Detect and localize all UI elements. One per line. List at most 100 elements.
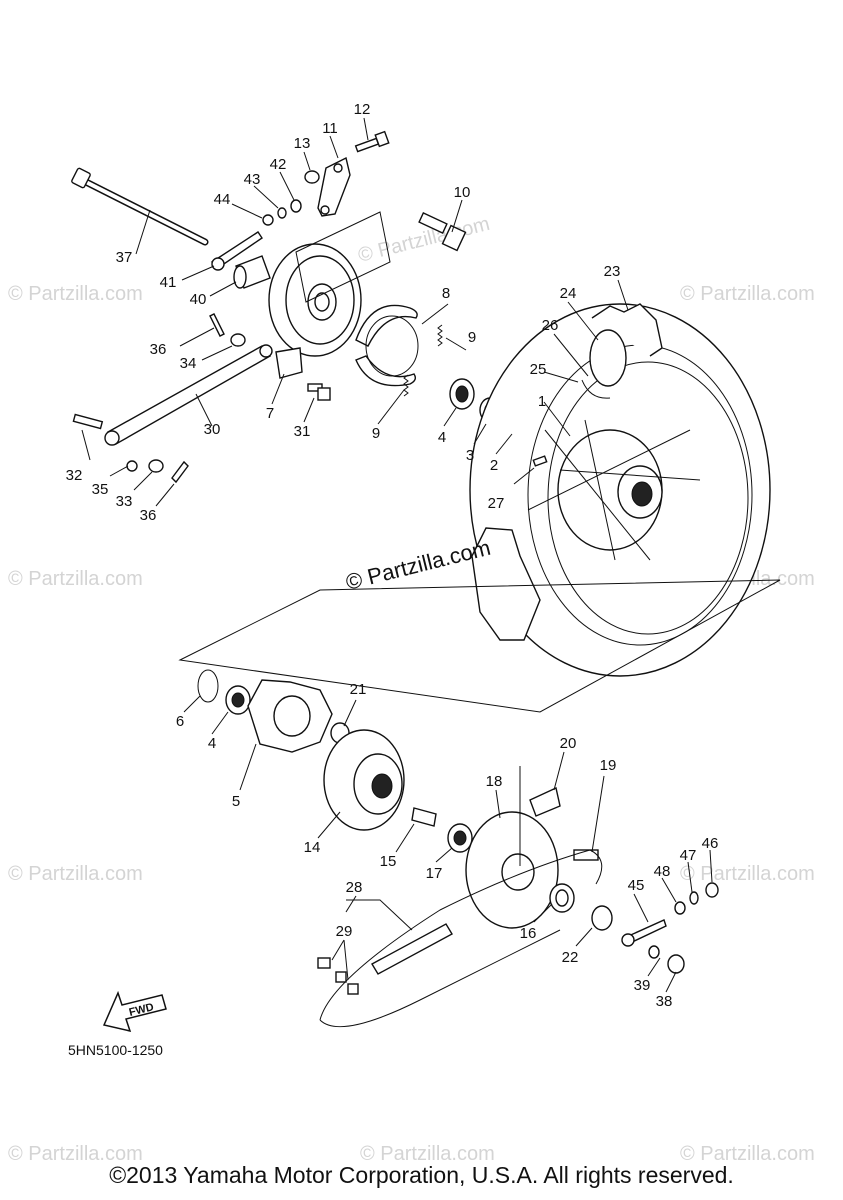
brake-shoe-kit bbox=[355, 304, 419, 387]
clutch-damper bbox=[247, 679, 333, 753]
part-label: 22 bbox=[562, 949, 579, 966]
oil-seal bbox=[549, 883, 575, 913]
nut bbox=[304, 170, 320, 184]
watermark: © Partzilla.com bbox=[680, 283, 815, 305]
part-label: 23 bbox=[604, 263, 621, 280]
part-label: 36 bbox=[150, 341, 167, 358]
part-label: 15 bbox=[380, 853, 397, 870]
watermark: © Partzilla.com bbox=[8, 863, 143, 885]
part-label: 21 bbox=[350, 681, 367, 698]
part-label: 39 bbox=[634, 977, 651, 994]
part-label: 45 bbox=[628, 877, 645, 894]
part-label: 46 bbox=[702, 835, 719, 852]
part-label: 2 bbox=[490, 457, 498, 474]
part-label: 44 bbox=[214, 191, 231, 208]
part-labels: 12 11 13 42 43 44 10 37 41 40 36 34 7 30… bbox=[66, 101, 719, 1010]
part-label: 29 bbox=[336, 923, 353, 940]
tube bbox=[589, 329, 627, 387]
part-label: 26 bbox=[542, 317, 559, 334]
nut bbox=[290, 199, 302, 213]
copyright-notice: ©2013 Yamaha Motor Corporation, U.S.A. A… bbox=[109, 1162, 734, 1188]
rear-wheel bbox=[469, 303, 771, 677]
chain-section bbox=[371, 923, 453, 975]
spring-washer bbox=[277, 207, 287, 219]
watermark: © Partzilla.com bbox=[8, 1143, 143, 1165]
part-label: 13 bbox=[294, 135, 311, 152]
part-label: 40 bbox=[190, 291, 207, 308]
tire bbox=[591, 303, 663, 357]
part-label: 16 bbox=[520, 925, 537, 942]
washer bbox=[262, 214, 274, 226]
watermark: © Partzilla.com bbox=[8, 568, 143, 590]
spring bbox=[403, 324, 443, 397]
bearing bbox=[225, 685, 251, 715]
part-label: 28 bbox=[346, 879, 363, 896]
brake-cable-adjuster bbox=[418, 212, 467, 252]
part-label: 47 bbox=[680, 847, 697, 864]
part-label: 12 bbox=[354, 101, 371, 118]
part-label: 41 bbox=[160, 274, 177, 291]
part-label: 19 bbox=[600, 757, 617, 774]
clutch-hub bbox=[323, 729, 405, 831]
part-label: 35 bbox=[92, 481, 109, 498]
part-label: 7 bbox=[266, 405, 274, 422]
part-label: 20 bbox=[560, 735, 577, 752]
drive-chain bbox=[319, 929, 561, 1028]
adjuster-eye bbox=[621, 933, 635, 947]
part-label: 9 bbox=[372, 425, 380, 442]
bolt bbox=[72, 413, 104, 430]
nut bbox=[705, 882, 719, 898]
washer bbox=[648, 945, 660, 959]
part-label: 43 bbox=[244, 171, 261, 188]
part-label: 37 bbox=[116, 249, 133, 266]
part-label: 33 bbox=[116, 493, 133, 510]
tension-bar bbox=[104, 344, 273, 446]
part-label: 3 bbox=[466, 447, 474, 464]
nut bbox=[148, 459, 164, 473]
nut bbox=[667, 954, 685, 974]
assembly-outline bbox=[295, 211, 391, 303]
spoke-nipple bbox=[532, 455, 548, 467]
watermark: © Partzilla.com bbox=[8, 283, 143, 305]
washer bbox=[126, 460, 138, 472]
part-label: 6 bbox=[176, 713, 184, 730]
tire-tread bbox=[471, 527, 541, 641]
spring-washer bbox=[689, 891, 699, 905]
part-label: 1 bbox=[538, 393, 546, 410]
part-label: 30 bbox=[204, 421, 221, 438]
brake-shoe-plate bbox=[268, 243, 362, 379]
part-label: 11 bbox=[322, 120, 338, 137]
nut bbox=[230, 333, 246, 347]
part-label: 36 bbox=[140, 507, 157, 524]
part-label: 9 bbox=[468, 329, 476, 346]
watermark: © Partzilla.com bbox=[680, 863, 815, 885]
part-label: 4 bbox=[438, 429, 446, 446]
collar bbox=[411, 807, 437, 827]
part-label: 31 bbox=[294, 423, 311, 440]
part-label: 25 bbox=[530, 361, 547, 378]
part-label: 18 bbox=[486, 773, 503, 790]
part-label: 10 bbox=[454, 184, 471, 201]
part-label: 32 bbox=[66, 467, 83, 484]
partzilla-mark: © Partzilla.com bbox=[343, 535, 493, 595]
o-ring bbox=[197, 669, 219, 703]
bolt bbox=[354, 130, 390, 153]
bearing bbox=[447, 823, 473, 853]
watermark: © Partzilla.com bbox=[360, 1143, 495, 1165]
part-label: 17 bbox=[426, 865, 443, 882]
chain-joint bbox=[347, 983, 359, 995]
part-label: 48 bbox=[654, 863, 671, 880]
fwd-arrow-icon: FWD bbox=[102, 990, 167, 1033]
bolt bbox=[307, 383, 331, 401]
part-label: 27 bbox=[488, 495, 505, 512]
cotter-pin bbox=[171, 460, 189, 484]
rim-band bbox=[581, 379, 611, 399]
drive-chain bbox=[319, 849, 603, 1021]
chain-joint bbox=[317, 957, 331, 969]
part-label: 4 bbox=[208, 735, 216, 752]
fwd-label: FWD bbox=[128, 1001, 155, 1019]
part-label: 14 bbox=[304, 839, 321, 856]
chain-adjuster bbox=[210, 231, 263, 271]
bearing bbox=[449, 378, 475, 410]
